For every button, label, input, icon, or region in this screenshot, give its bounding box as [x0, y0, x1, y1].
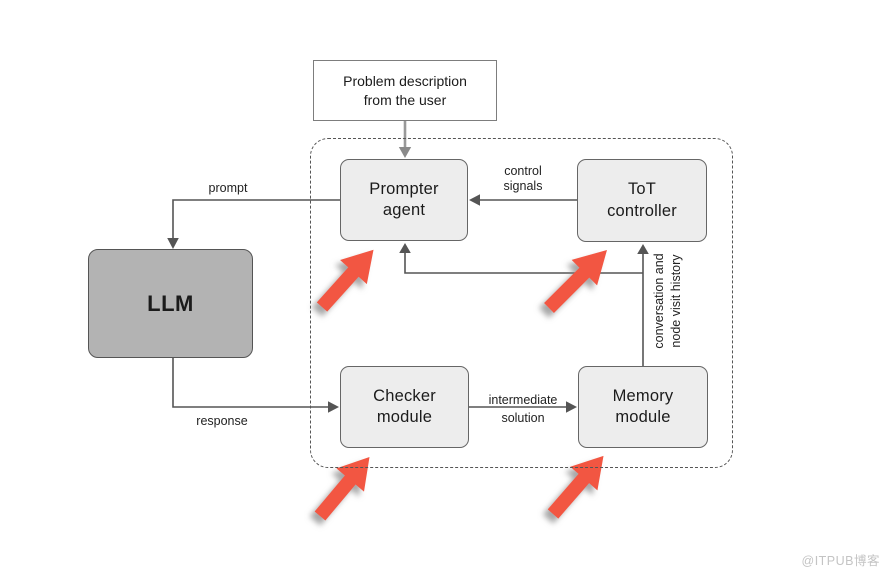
memory-module-label: Memory — [612, 386, 674, 405]
edge-memory-to-tot — [637, 244, 649, 366]
edge-checker-to-memory — [469, 401, 577, 413]
edge-llm-to-checker — [172, 358, 339, 413]
checker-module-box: Checker module — [340, 366, 469, 448]
edge-memory-to-prompter — [399, 243, 643, 274]
red-arrow-memory-icon — [547, 455, 604, 519]
problem-description-box: Problem description from the user — [313, 60, 497, 121]
watermark: @ITPUB博客 — [801, 554, 880, 568]
problem-description-label: Problem description — [343, 72, 467, 89]
edge-problem-to-prompter — [398, 121, 412, 158]
control-signals-label: control signals — [503, 164, 543, 193]
tot-controller-label: ToT — [627, 180, 657, 199]
response-label: response — [196, 414, 248, 428]
edge-tot-to-prompter — [469, 194, 577, 206]
red-arrow-prompter-icon — [316, 249, 374, 312]
intermediate-solution-label: intermediate solution — [488, 393, 558, 425]
red-arrow-tot-icon — [544, 250, 607, 313]
llm-label: LLM — [147, 290, 194, 316]
edge-prompter-to-llm — [167, 199, 340, 249]
red-arrow-checker-icon — [314, 457, 370, 521]
tot-controller-box: ToT controller — [577, 159, 707, 242]
memory-module-box: Memory module — [578, 366, 708, 448]
system-boundary — [310, 138, 733, 468]
conversation-history-label: conversation and node visit history — [652, 253, 683, 349]
prompter-agent-box: Prompter agent — [340, 159, 468, 241]
checker-module-label: Checker — [373, 386, 436, 405]
llm-box: LLM — [88, 249, 253, 358]
prompt-label: prompt — [208, 181, 248, 195]
prompter-agent-label: Prompter — [369, 179, 439, 198]
